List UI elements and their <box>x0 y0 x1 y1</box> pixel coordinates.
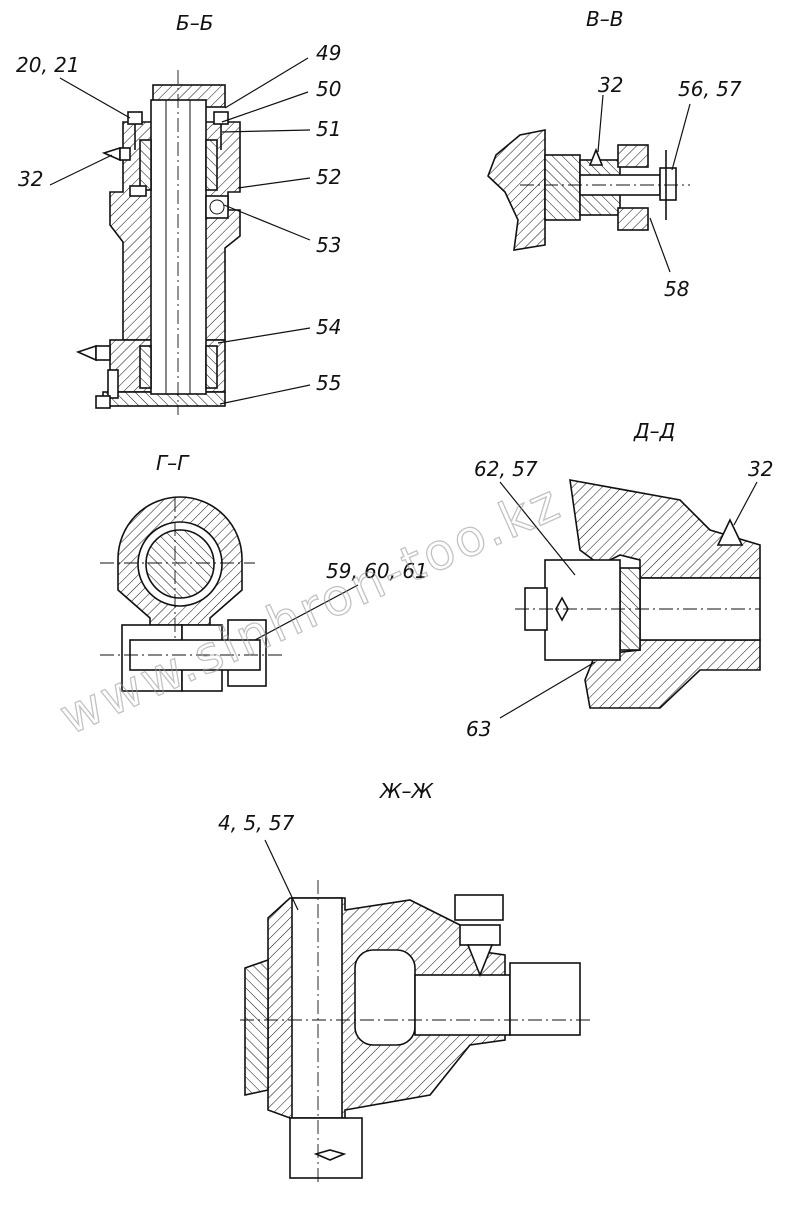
vv-label-32: 32 <box>598 73 623 97</box>
section-vv-title: В–В <box>586 7 623 31</box>
section-dd: Д–Д 62, 57 32 63 <box>466 419 773 741</box>
dd-label-63: 63 <box>466 717 491 741</box>
dd-grease-nipple <box>716 518 744 546</box>
gg-label-59-60-61: 59, 60, 61 <box>326 559 428 583</box>
vv-hub <box>544 154 581 221</box>
bb-label-54: 54 <box>316 315 341 339</box>
zhzh-label-4-5-57: 4, 5, 57 <box>218 811 295 835</box>
zhzh-cavity <box>354 949 416 1046</box>
zhzh-rod <box>509 962 581 1036</box>
bb-bolt-left <box>127 111 143 125</box>
section-zhzh: Ж–Ж 4, 5, 57 <box>218 779 590 1185</box>
zhzh-pin <box>291 897 343 1119</box>
bb-bushing-left <box>139 139 152 191</box>
bb-bolt-right <box>213 111 229 125</box>
bb-label-53: 53 <box>316 233 341 257</box>
bb-label-55: 55 <box>316 371 341 395</box>
bb-label-51: 51 <box>316 117 341 141</box>
bb-label-52: 52 <box>316 165 341 189</box>
bb-bushing-right <box>205 139 218 191</box>
section-gg: Г–Г 59, 60, 61 <box>100 451 428 692</box>
bb-label-20-21: 20, 21 <box>16 53 80 77</box>
vv-bracket <box>487 129 546 251</box>
section-vv: В–В 32 56, 57 58 <box>487 7 742 301</box>
bb-label-32: 32 <box>18 167 43 191</box>
bb-label-49: 49 <box>316 41 341 65</box>
section-bb: Б–Б <box>16 11 341 415</box>
dd-label-32: 32 <box>748 457 773 481</box>
vv-label-58: 58 <box>664 277 689 301</box>
bb-grease-nipple-bottom <box>75 344 97 362</box>
section-gg-title: Г–Г <box>156 451 190 475</box>
zhzh-bolt-head <box>454 894 504 921</box>
watermark: www.sinhron-too.kz <box>51 472 570 745</box>
dd-label-62-57: 62, 57 <box>474 457 538 481</box>
bb-shaft <box>150 99 207 395</box>
bb-label-50: 50 <box>316 77 341 101</box>
section-bb-title: Б–Б <box>176 11 213 35</box>
vv-grease-nipple <box>588 147 604 166</box>
section-zhzh-title: Ж–Ж <box>378 779 435 803</box>
zhzh-shaft-end <box>414 974 511 1036</box>
zhzh-nut <box>289 1117 363 1179</box>
section-dd-title: Д–Д <box>633 419 675 443</box>
vv-label-56-57: 56, 57 <box>678 77 742 101</box>
